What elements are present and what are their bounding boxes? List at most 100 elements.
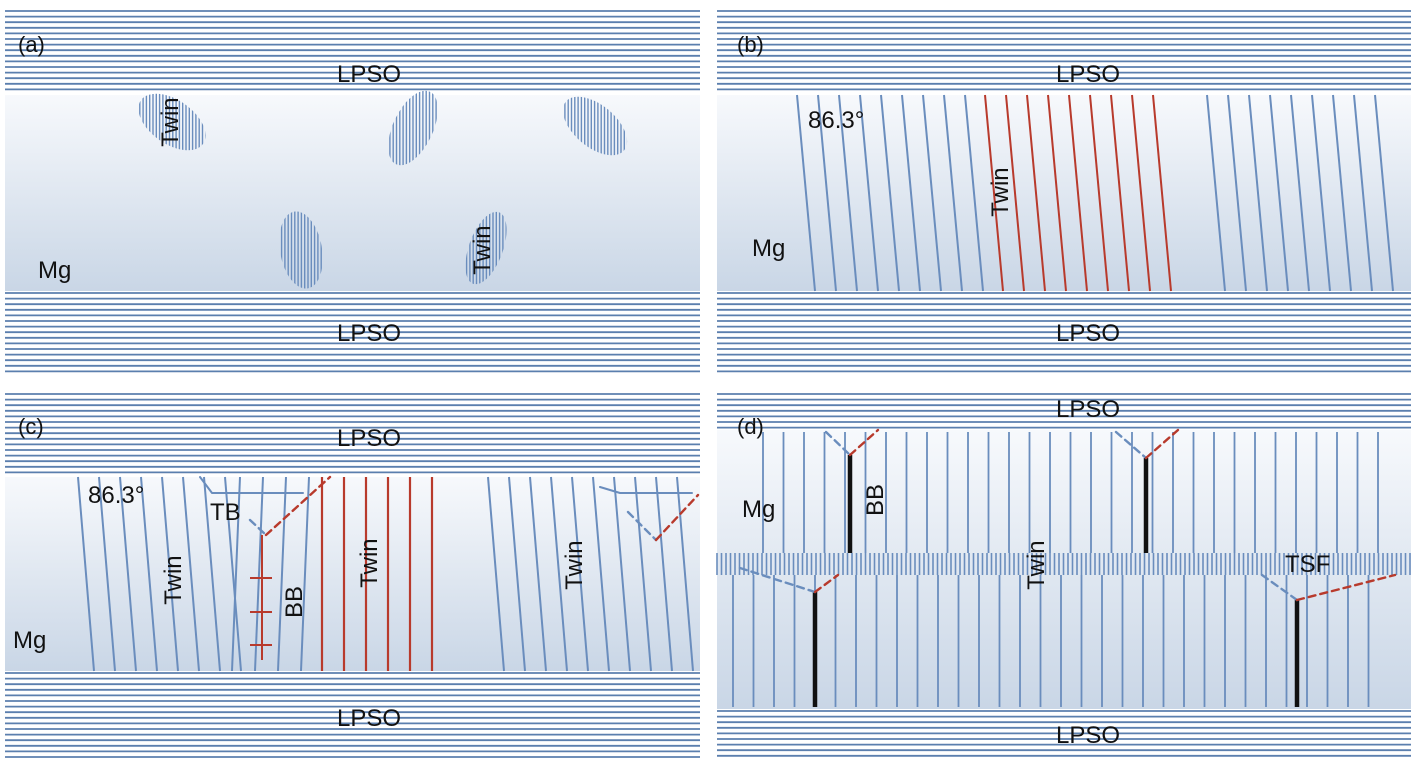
panel-a-lpso-top-label: LPSO <box>337 61 401 88</box>
matrix-lattice-line <box>224 476 242 672</box>
matrix-lattice-line <box>796 94 816 292</box>
matrix-lattice-line <box>77 476 95 672</box>
panel-c-twin-label-2: Twin <box>356 538 383 587</box>
matrix-lattice-line <box>487 476 505 672</box>
matrix-lattice-line <box>571 476 589 672</box>
panel-d-lpso-bottom <box>717 710 1411 757</box>
matrix-lattice-line <box>203 476 221 672</box>
matrix-lattice-line <box>859 94 879 292</box>
panel-d: (d) LPSO LPSO Mg BB Twin TSF <box>716 393 1411 757</box>
panel-d-mg-label: Mg <box>742 496 775 523</box>
panel-a: (a) LPSO LPSO Mg Twin Twin <box>5 10 700 373</box>
panel-d-boundaries <box>738 428 1397 707</box>
panel-a-lpso-bottom <box>5 292 700 373</box>
panel-a-twin-label-2: Twin <box>469 225 496 274</box>
panel-d-lpso-top <box>717 393 1411 429</box>
twin-boundary-matrix <box>738 566 817 594</box>
twin-lattice-line <box>1089 94 1109 292</box>
panel-d-letter: (d) <box>737 414 764 439</box>
twin-boundary <box>199 476 304 494</box>
panel-c-lpso-bottom-label: LPSO <box>337 705 401 732</box>
twin-boundary-twin <box>813 573 840 594</box>
matrix-lattice-line <box>592 476 610 672</box>
panel-a-mg-matrix <box>5 95 700 291</box>
panel-c-twin-label-1: Twin <box>160 555 187 604</box>
matrix-lattice-line <box>613 476 631 672</box>
matrix-lattice-line <box>231 476 241 672</box>
twin-boundary-matrix <box>1260 573 1299 602</box>
matrix-lattice-line <box>676 476 694 672</box>
matrix-lattice-line <box>140 476 158 672</box>
matrix-lattice-line <box>119 476 137 672</box>
panel-d-twin-band <box>716 553 1411 575</box>
panel-b-lpso-bottom <box>717 292 1411 373</box>
panel-b-angle-label: 86.3° <box>808 107 864 134</box>
panel-a-letter: (a) <box>18 32 45 57</box>
matrix-lattice-line <box>98 476 116 672</box>
panel-c-lattice <box>77 476 694 672</box>
panel-b-lattice <box>796 94 1394 292</box>
twin-lattice-line <box>1152 94 1172 292</box>
panel-a-lpso-bottom-label: LPSO <box>337 320 401 347</box>
panel-d-lpso-bottom-label: LPSO <box>1056 722 1120 749</box>
matrix-lattice-line <box>182 476 200 672</box>
matrix-lattice-line <box>254 476 264 672</box>
matrix-lattice-line <box>529 476 547 672</box>
panel-b-twin-label: Twin <box>987 167 1014 216</box>
panel-b-lpso-top-label: LPSO <box>1056 61 1120 88</box>
matrix-lattice-line <box>161 476 179 672</box>
matrix-lattice-line <box>880 94 900 292</box>
twin-boundary-twin <box>1144 428 1180 460</box>
twin-lattice-line <box>1026 94 1046 292</box>
matrix-lattice-line <box>964 94 984 292</box>
panel-d-twin-label: Twin <box>1023 540 1050 589</box>
twin-boundary-twin <box>1295 573 1397 602</box>
matrix-lattice-line <box>1374 94 1394 292</box>
matrix-lattice-line <box>1227 94 1247 292</box>
twin-boundary-matrix <box>626 510 658 542</box>
matrix-lattice-line <box>508 476 526 672</box>
panel-c-tb-label: TB <box>210 499 241 526</box>
panel-c: (c) LPSO LPSO Mg 86.3° TB BB Twin Twin T… <box>5 393 700 758</box>
panel-a-twin-label-1: Twin <box>157 97 184 146</box>
matrix-lattice-line <box>1311 94 1331 292</box>
panel-a-lpso-top <box>5 10 700 91</box>
panel-b-lpso-bottom-label: LPSO <box>1056 320 1120 347</box>
twin-boundary-matrix <box>1114 430 1148 460</box>
panel-b-letter: (b) <box>737 32 764 57</box>
panel-b-mg-label: Mg <box>752 235 785 262</box>
matrix-lattice-line <box>1353 94 1373 292</box>
matrix-lattice-line <box>634 476 652 672</box>
matrix-lattice-line <box>943 94 963 292</box>
panel-d-bb-label: BB <box>862 484 889 516</box>
matrix-lattice-line <box>277 476 287 672</box>
panel-c-twin-label-3: Twin <box>561 540 588 589</box>
panel-c-mg-matrix <box>5 477 700 671</box>
panel-c-letter: (c) <box>18 414 44 439</box>
matrix-lattice-line <box>838 94 858 292</box>
twin-lattice-line <box>1110 94 1130 292</box>
matrix-lattice-line <box>1290 94 1310 292</box>
twin-boundary-matrix <box>248 518 268 537</box>
panel-d-lpso-top-label: LPSO <box>1056 396 1120 423</box>
panel-c-mg-label: Mg <box>13 627 46 654</box>
twin-boundary-matrix <box>824 430 852 457</box>
panel-c-boundaries <box>199 475 700 660</box>
twin-boundary-twin <box>848 428 880 457</box>
matrix-lattice-line <box>901 94 921 292</box>
twin-lattice-line <box>1131 94 1151 292</box>
panel-a-mg-label: Mg <box>38 257 71 284</box>
twin-boundary-twin <box>654 493 700 542</box>
panel-c-lpso-top-label: LPSO <box>337 425 401 452</box>
twin-lattice-line <box>1047 94 1067 292</box>
panel-c-lpso-bottom <box>5 672 700 758</box>
panel-b-lpso-top <box>717 10 1411 91</box>
matrix-lattice-line <box>1332 94 1352 292</box>
panel-b: (b) LPSO LPSO Mg 86.3° Twin <box>717 10 1411 373</box>
matrix-lattice-line <box>300 476 310 672</box>
matrix-lattice-line <box>1269 94 1289 292</box>
panel-d-lattice <box>732 432 1379 707</box>
twin-lattice-line <box>1005 94 1025 292</box>
matrix-lattice-line <box>922 94 942 292</box>
